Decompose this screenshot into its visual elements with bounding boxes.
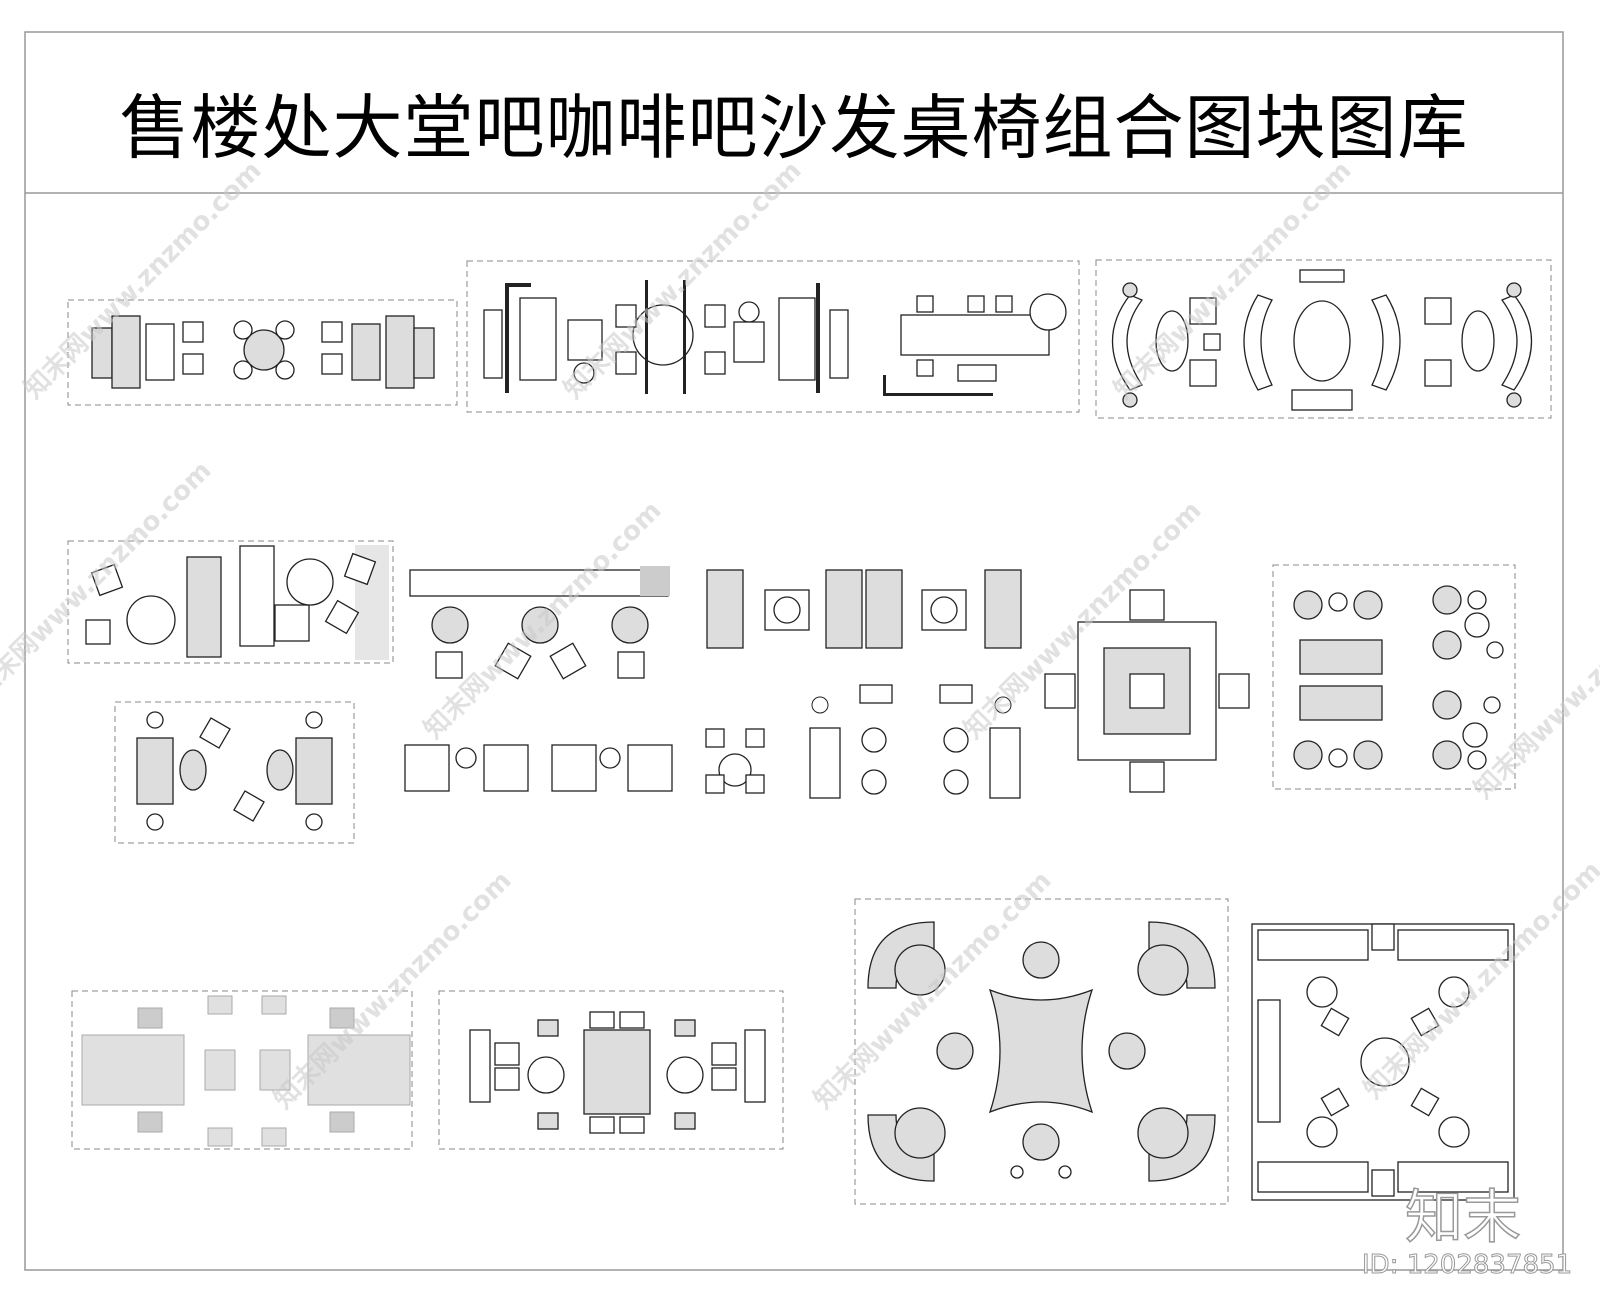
furniture-block-square-table-set	[1044, 589, 1250, 793]
furniture-block-sofa-set-1	[67, 299, 458, 406]
furniture-block-grey-sofa-set	[71, 990, 413, 1150]
watermark-logo: 知末	[1404, 1182, 1522, 1252]
furniture-block-sofa-tables	[706, 569, 1022, 799]
furniture-block-star-lounge	[854, 898, 1229, 1205]
page-title: 售楼处大堂吧咖啡吧沙发桌椅组合图块图库	[119, 87, 1469, 169]
furniture-block-sofa-pair	[114, 701, 355, 844]
furniture-block-bar-counter	[409, 566, 670, 680]
furniture-block-curved-sofa-set	[1095, 259, 1552, 419]
furniture-block-lounge-set	[67, 540, 394, 664]
furniture-block-sofa-set-2	[466, 260, 1080, 413]
furniture-block-dining-set	[438, 990, 784, 1150]
furniture-block-room-lounge	[1251, 923, 1515, 1201]
outer-frame	[24, 31, 1564, 1271]
image-id-label: ID: 1202837851	[1361, 1250, 1573, 1281]
furniture-block-armchair-row	[404, 728, 765, 794]
furniture-block-lounge-grid	[1272, 564, 1516, 790]
